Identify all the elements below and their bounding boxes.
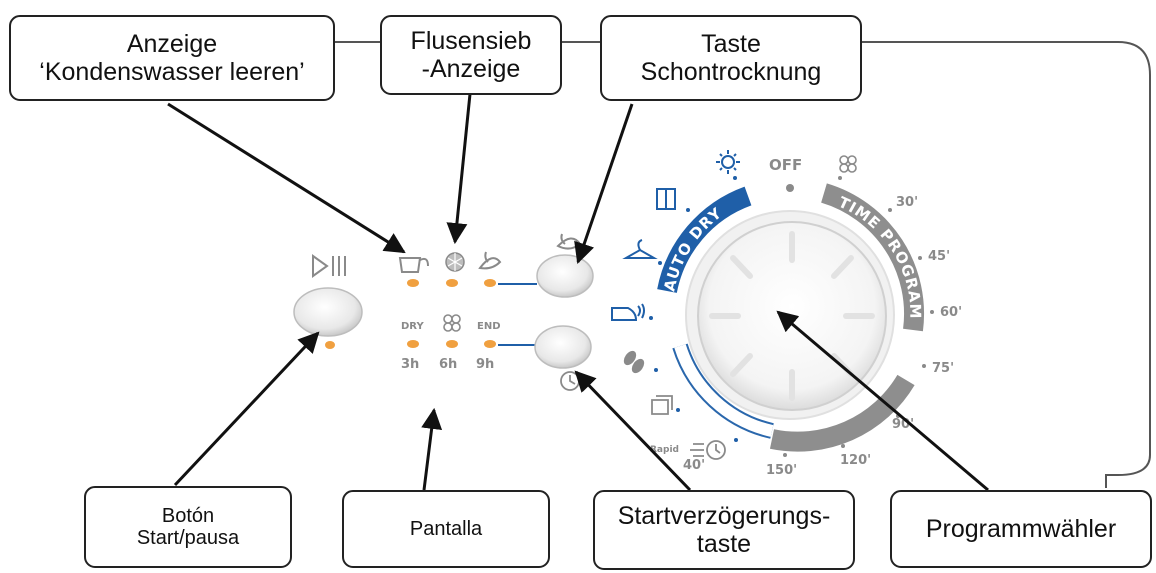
delay-3h-led [407,340,419,348]
sun-icon [716,150,740,174]
callout-delay-line2: taste [696,530,752,558]
hanger-icon [622,239,658,259]
callout-condensate-line2: ‘Kondenswasser leeren’ [39,58,305,86]
callout-start-line1: Botón [161,504,215,527]
callout-gentle-dry-button: Taste Schontrocknung [600,15,862,101]
frame-connector-line [335,41,1151,488]
callout-gentle-line2: Schontrocknung [640,58,822,86]
off-label: OFF [769,156,802,174]
time-mark-75: 75' [932,361,954,376]
callout-program-selector: Programmwähler [890,490,1152,568]
program-selector-dial[interactable] [685,210,895,420]
time-mark-150: 150' [766,463,797,478]
fan-dial-icon [839,155,857,173]
callout-lint-filter-indicator: Flusensieb -Anzeige [380,15,562,95]
rapid-time-label: 40' [683,458,705,473]
delay-end-label: END [477,321,501,332]
callout-delay-button: Startverzögerungs- taste [593,490,855,570]
leader-arrows [167,93,989,492]
callout-gentle-line1: Taste [701,30,761,58]
time-mark-60: 60' [940,305,962,320]
time-program-lower-arc [769,374,915,452]
callout-condensate-indicator: Anzeige ‘Kondenswasser leeren’ [9,15,335,101]
play-pause-icon [312,254,346,278]
callout-condensate-line1: Anzeige [126,30,218,58]
callout-display-line1: Pantalla [409,517,483,540]
time-mark-120: 120' [840,453,871,468]
grey-position-dots [783,176,934,457]
shirts-icon [651,395,673,415]
callout-lint-line1: Flusensieb [410,27,532,55]
gentle-dry-button-icon [556,233,582,250]
condenser-container-icon [398,257,429,273]
gentle-dry-button[interactable] [536,254,594,298]
delay-9h-led [484,340,496,348]
delay-6h-led [446,340,458,348]
auto-dry-arc [657,186,752,294]
delay-start-button[interactable] [534,325,592,369]
delay-hour-9h: 9h [476,357,494,372]
delay-hour-6h: 6h [439,357,457,372]
time-mark-45: 45' [928,249,950,264]
lint-filter-icon [445,252,465,272]
shoes-icon [623,350,645,374]
rapid-clock-icon [690,440,726,460]
callout-start-pause-button: Botón Start/pausa [84,486,292,568]
callout-display: Pantalla [342,490,550,568]
callout-start-line2: Start/pausa [136,527,240,549]
callout-delay-line1: Startverzögerungs- [617,502,831,530]
rapid-label: Rapid [650,445,679,455]
callout-lint-line2: -Anzeige [421,55,521,83]
fan-icon [443,314,461,332]
time-mark-30: 30' [896,195,918,210]
delay-clock-icon [560,371,580,391]
cupboard-icon [656,188,676,210]
delay-hour-3h: 3h [401,357,419,372]
blue-position-dots [649,176,738,442]
off-position-dot [786,184,794,192]
iron-icon [611,303,645,321]
condenser-indicator-led [407,279,419,287]
delay-dry-label: DRY [401,321,424,332]
time-program-arc [820,183,925,332]
gentle-dry-icon [478,251,502,270]
lint-filter-indicator-led [446,279,458,287]
gentle-dry-indicator-led [484,279,496,287]
callout-program-line1: Programmwähler [925,515,1117,543]
start-pause-button[interactable] [293,287,363,349]
